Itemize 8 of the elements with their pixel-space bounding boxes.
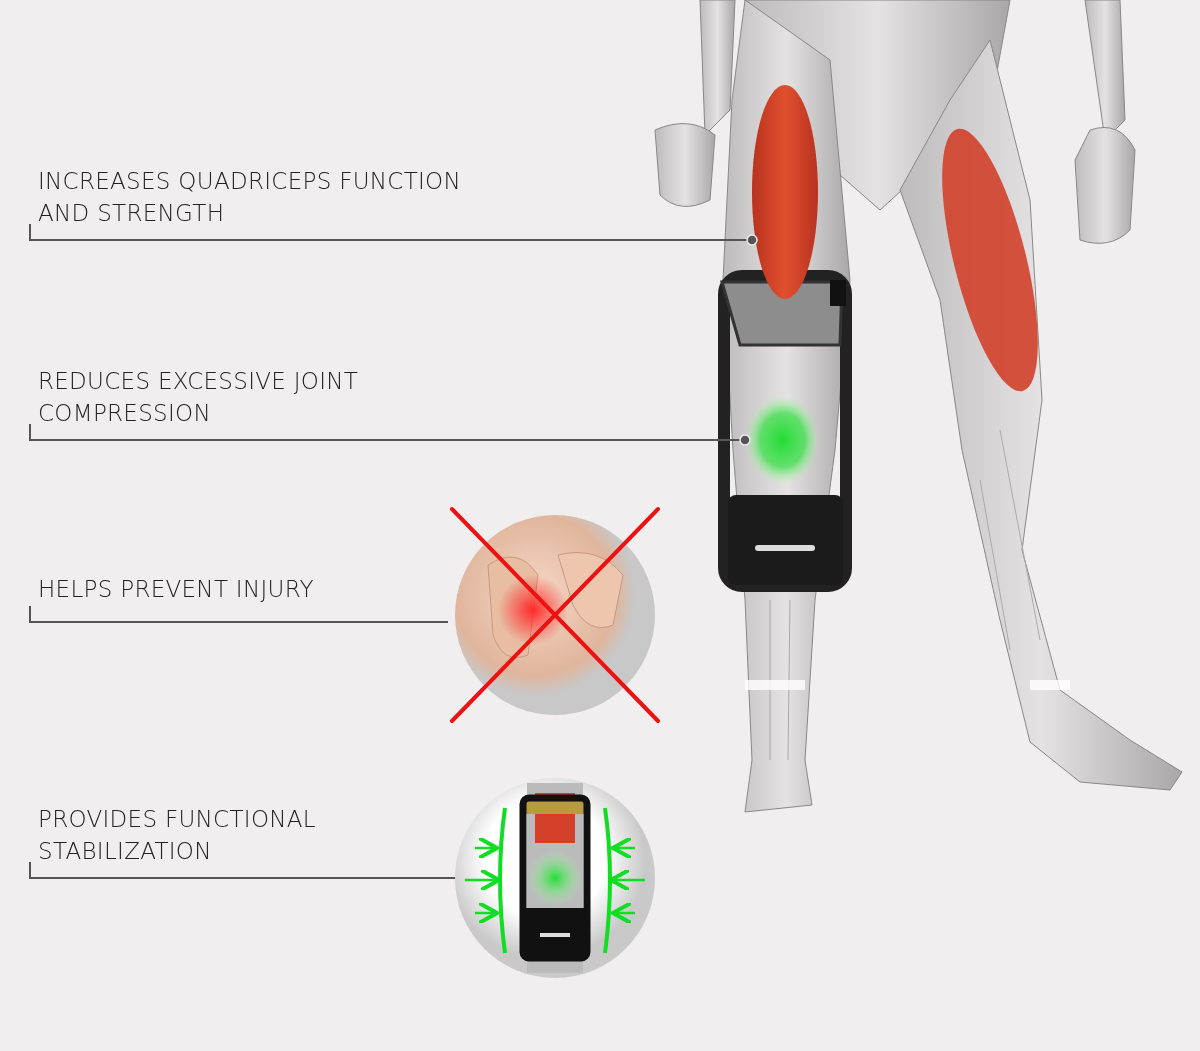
leader-line xyxy=(29,605,449,623)
callout-text: INCREASES QUADRICEPS FUNCTION AND STRENGTH xyxy=(30,165,520,240)
leader-line xyxy=(29,423,751,446)
callout-text: PROVIDES FUNCTIONAL STABILIZATION xyxy=(30,803,430,878)
leader-line xyxy=(29,223,758,246)
callout-text: REDUCES EXCESSIVE JOINT COMPRESSION xyxy=(30,365,450,440)
leader-line xyxy=(29,861,456,879)
callout-text: HELPS PREVENT INJURY xyxy=(30,573,410,622)
